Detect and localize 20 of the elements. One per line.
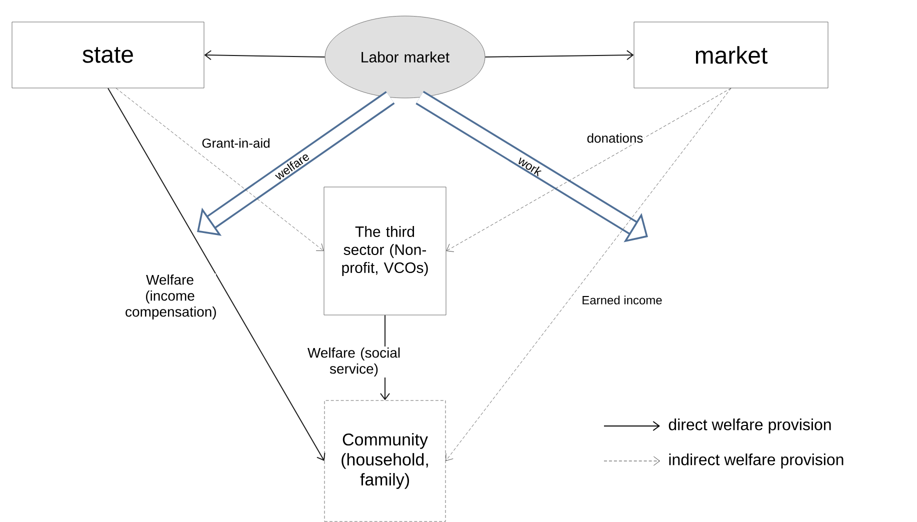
dashed-arrow bbox=[446, 88, 732, 252]
arrow bbox=[484, 50, 634, 60]
box: market bbox=[634, 22, 828, 88]
edge-label: Earned income bbox=[580, 294, 664, 306]
dashed-arrow bbox=[446, 88, 732, 461]
box: The third sector (Non-profit, VCOs) bbox=[324, 186, 446, 316]
hollow-arrow bbox=[197, 91, 395, 236]
legend-text: direct welfare provision bbox=[668, 418, 831, 434]
dashed-box: Community (household, family) bbox=[324, 400, 446, 522]
oval: Labor market bbox=[324, 16, 486, 98]
edge-label: Welfare (income compensation) bbox=[124, 273, 216, 321]
box: state bbox=[12, 22, 204, 88]
edge-label: work bbox=[518, 157, 542, 176]
arrow bbox=[204, 50, 326, 60]
arrow bbox=[108, 88, 326, 461]
edge-label: donations bbox=[586, 132, 644, 144]
edge-label: Welfare (social service) bbox=[303, 346, 405, 378]
edge-label: Grant-in-aid bbox=[200, 137, 272, 149]
legend-text: indirect welfare provision bbox=[669, 454, 844, 468]
dashed-arrow bbox=[116, 88, 324, 251]
